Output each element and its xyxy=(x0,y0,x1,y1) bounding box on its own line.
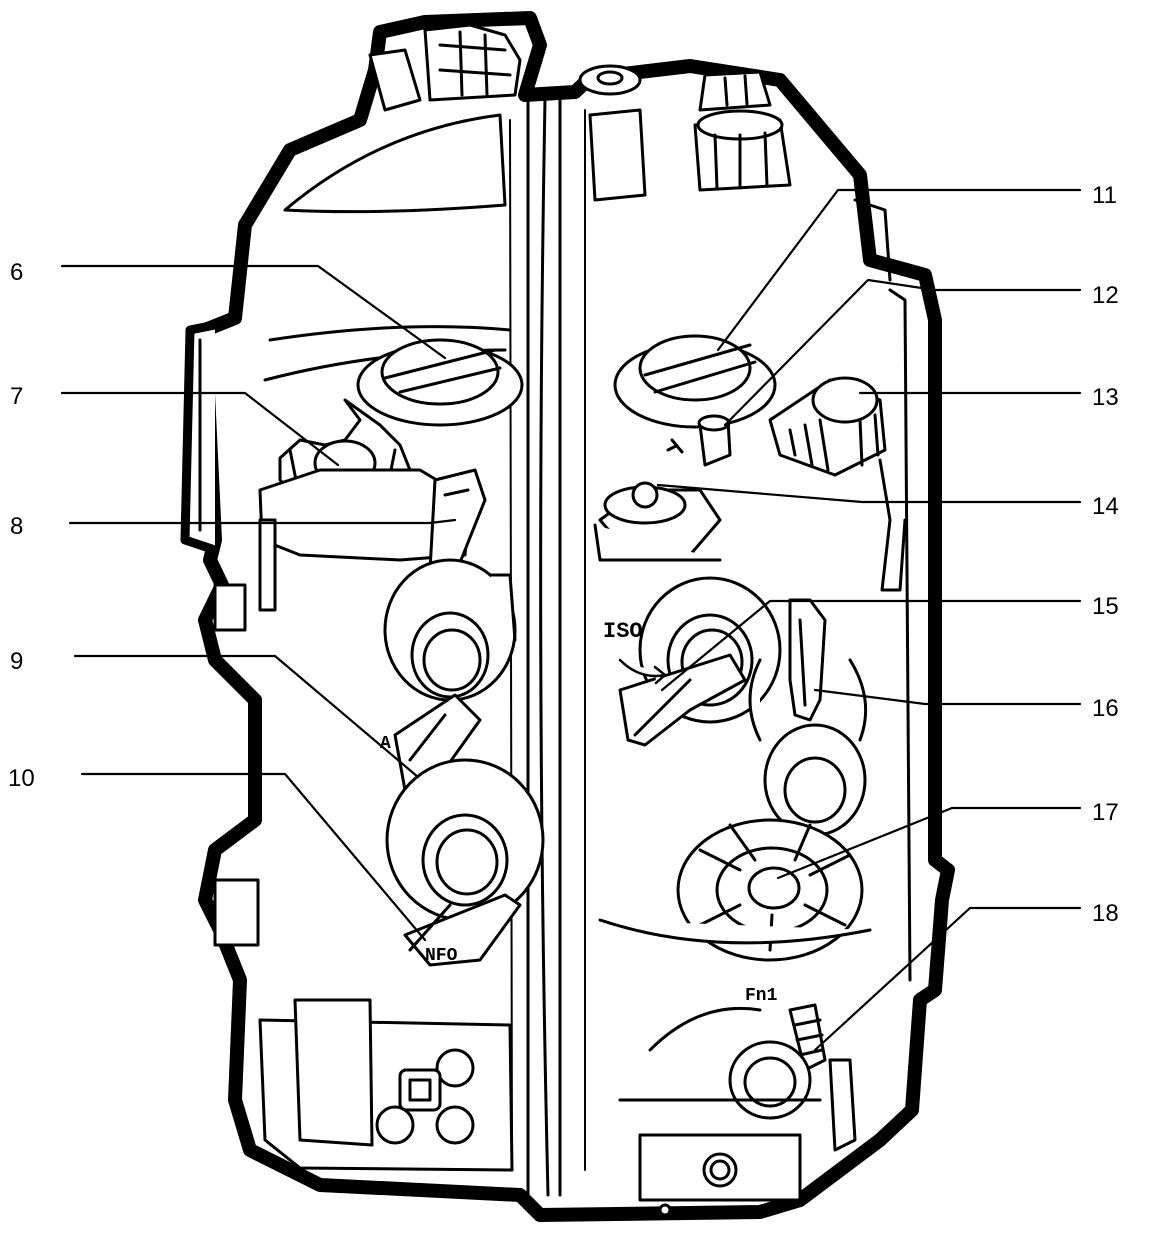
callout-numbers: 6 7 8 9 10 11 12 13 14 15 16 17 18 xyxy=(8,182,1119,927)
lever-control-16 xyxy=(748,598,868,837)
left-latches xyxy=(213,518,277,947)
callout-8: 8 xyxy=(10,513,23,540)
callout-10: 10 xyxy=(8,765,35,792)
leader-11 xyxy=(716,188,1082,352)
top-right-knobs xyxy=(578,64,792,202)
callout-17: 17 xyxy=(1092,799,1119,826)
lower-left-base xyxy=(258,998,514,1172)
callout-15: 15 xyxy=(1092,593,1119,620)
button-control-10: NFO xyxy=(385,758,545,967)
engraving-iso: ISO xyxy=(603,619,643,644)
engraving-a: A xyxy=(380,734,391,754)
leader-8 xyxy=(68,518,457,525)
top-left-knob xyxy=(368,23,522,112)
leader-6 xyxy=(60,264,447,360)
callout-12: 12 xyxy=(1092,282,1119,309)
callout-7: 7 xyxy=(10,383,23,410)
port-control-14 xyxy=(593,481,722,562)
tripod-plate xyxy=(598,918,872,1217)
leader-17 xyxy=(776,806,1082,880)
right-rail xyxy=(828,198,912,1152)
callout-13: 13 xyxy=(1092,384,1119,411)
dial-control-6 xyxy=(356,338,524,427)
leader-12 xyxy=(723,278,1082,427)
callout-18: 18 xyxy=(1092,900,1119,927)
leader-16 xyxy=(813,688,1082,706)
leader-9 xyxy=(73,654,420,779)
callout-11: 11 xyxy=(1092,182,1117,209)
knurled-knob-control-13 xyxy=(768,376,907,592)
leader-15 xyxy=(660,599,1082,692)
callout-leaders xyxy=(60,188,1082,1052)
star-wheel-control-17 xyxy=(676,818,864,962)
leader-18 xyxy=(813,906,1082,1052)
callout-14: 14 xyxy=(1092,493,1119,520)
engraving-info: NFO xyxy=(425,946,458,966)
lever-control-8 xyxy=(258,468,517,702)
lock-control-12 xyxy=(666,414,732,467)
dial-control-11 xyxy=(613,334,777,429)
callout-16: 16 xyxy=(1092,695,1119,722)
callout-6: 6 xyxy=(10,259,23,286)
leader-14 xyxy=(656,483,1082,504)
leader-7 xyxy=(60,391,340,467)
left-strap xyxy=(180,320,220,555)
leader-10 xyxy=(80,772,427,942)
lever-control-9: A xyxy=(380,693,482,792)
engraving-fn1: Fn1 xyxy=(745,986,778,1006)
callout-9: 9 xyxy=(10,648,23,675)
